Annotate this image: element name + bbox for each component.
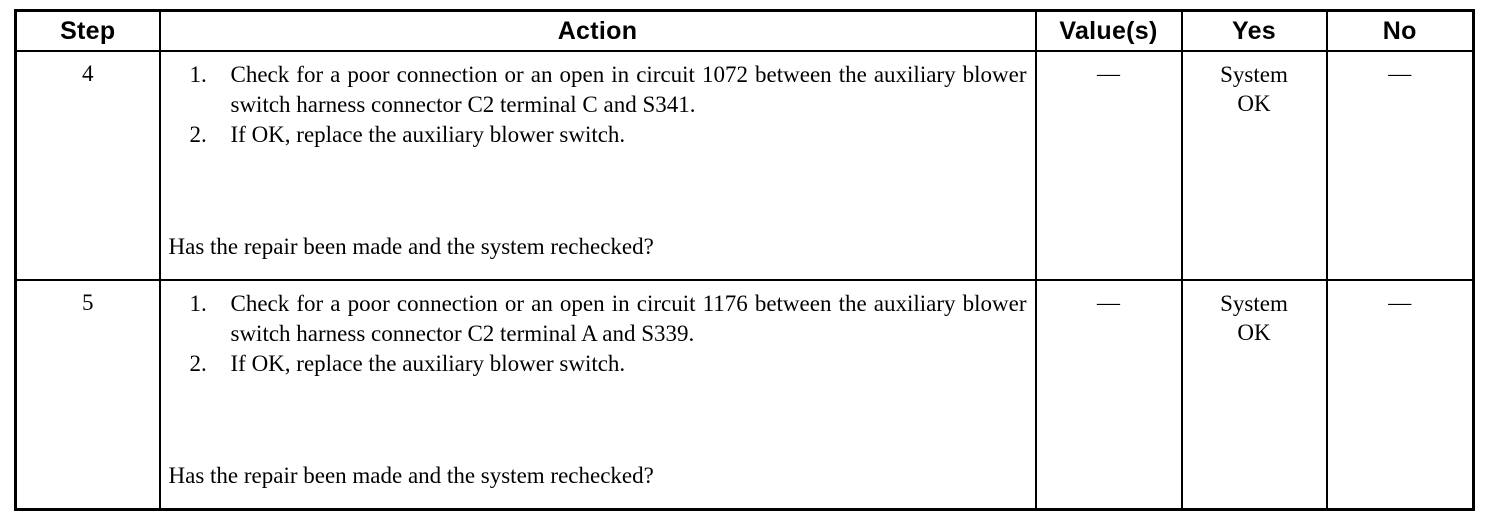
action-cell: 1. Check for a poor connection or an open… bbox=[158, 50, 1037, 281]
action-content: 1. Check for a poor connection or an open… bbox=[169, 289, 1027, 497]
action-list-item: 1. Check for a poor connection or an open… bbox=[190, 60, 1027, 120]
table-row: 5 1. Check for a poor connection or an op… bbox=[14, 279, 1475, 511]
column-header-no: No bbox=[1325, 9, 1475, 52]
table-header: Step Action Value(s) Yes No bbox=[14, 9, 1475, 52]
yes-cell: System OK bbox=[1180, 50, 1328, 281]
diagnostic-procedure-table: Step Action Value(s) Yes No 4 1. Check fo… bbox=[14, 9, 1475, 511]
action-question: Has the repair been made and the system … bbox=[168, 234, 654, 260]
action-item-text: If OK, replace the auxiliary blower swit… bbox=[230, 121, 626, 147]
action-question: Has the repair been made and the system … bbox=[168, 463, 654, 489]
step-number-cell: 4 bbox=[14, 50, 161, 281]
yes-result-line-2: OK bbox=[1237, 319, 1271, 345]
action-item-number: 2. bbox=[189, 121, 207, 147]
action-item-number: 1. bbox=[189, 62, 207, 87]
column-header-value: Value(s) bbox=[1034, 9, 1183, 52]
no-cell: — bbox=[1325, 50, 1475, 281]
column-header-step: Step bbox=[14, 9, 161, 52]
column-header-yes: Yes bbox=[1180, 9, 1328, 52]
yes-result-line-1: System bbox=[1220, 62, 1288, 87]
action-item-number: 2. bbox=[189, 350, 207, 376]
em-dash-glyph: — bbox=[1388, 61, 1412, 86]
yes-result-line-2: OK bbox=[1237, 90, 1271, 116]
table-row: 4 1. Check for a poor connection or an op… bbox=[14, 50, 1475, 281]
value-cell: — bbox=[1034, 279, 1183, 511]
action-item-text: Check for a poor connection or an open i… bbox=[230, 291, 1027, 346]
action-content: 1. Check for a poor connection or an open… bbox=[169, 60, 1027, 268]
no-cell: — bbox=[1325, 279, 1475, 511]
yes-cell: System OK bbox=[1180, 279, 1328, 511]
action-list-item: 1. Check for a poor connection or an open… bbox=[190, 289, 1027, 349]
yes-result-line-1: System bbox=[1220, 291, 1288, 316]
step-number-cell: 5 bbox=[14, 279, 161, 511]
table-header-row: Step Action Value(s) Yes No bbox=[14, 9, 1475, 52]
action-list-item: 2. If OK, replace the auxiliary blower sw… bbox=[190, 120, 1027, 150]
em-dash-glyph: — bbox=[1388, 290, 1412, 315]
action-list-item: 2. If OK, replace the auxiliary blower sw… bbox=[190, 349, 1027, 379]
column-header-action: Action bbox=[158, 9, 1037, 52]
action-item-text: If OK, replace the auxiliary blower swit… bbox=[230, 350, 626, 376]
action-item-text: Check for a poor connection or an open i… bbox=[230, 62, 1027, 117]
em-dash-glyph: — bbox=[1097, 290, 1120, 315]
action-item-number: 1. bbox=[189, 291, 207, 316]
value-cell: — bbox=[1034, 50, 1183, 281]
table-body: 4 1. Check for a poor connection or an op… bbox=[14, 50, 1475, 511]
em-dash-glyph: — bbox=[1097, 61, 1120, 86]
action-cell: 1. Check for a poor connection or an open… bbox=[158, 279, 1037, 511]
action-step-list: 1. Check for a poor connection or an open… bbox=[169, 289, 1027, 379]
action-step-list: 1. Check for a poor connection or an open… bbox=[169, 60, 1027, 150]
